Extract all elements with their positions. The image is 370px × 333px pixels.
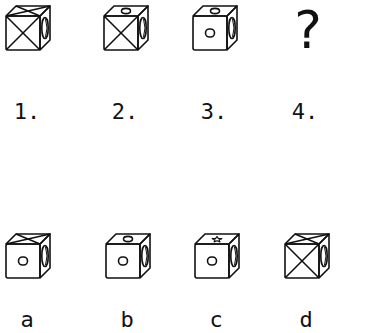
front-cross bbox=[285, 244, 319, 278]
cube bbox=[193, 6, 237, 50]
cube-front bbox=[195, 244, 229, 278]
item-label: d bbox=[299, 309, 312, 331]
cube-front bbox=[106, 244, 140, 278]
cube-front bbox=[6, 16, 40, 50]
cube-top bbox=[106, 234, 150, 244]
missing-mark: ? bbox=[294, 4, 322, 56]
front-circle bbox=[19, 257, 28, 265]
right-oval bbox=[321, 246, 327, 267]
cube-front bbox=[285, 244, 319, 278]
cube-right bbox=[40, 234, 50, 278]
front-cross bbox=[6, 16, 40, 50]
top-cross bbox=[16, 234, 40, 244]
right-oval-inner bbox=[233, 19, 235, 37]
cube-top bbox=[193, 6, 237, 16]
cube-top bbox=[104, 6, 148, 16]
item-label: 1. bbox=[14, 101, 41, 123]
top-cross bbox=[295, 234, 319, 244]
right-oval bbox=[140, 18, 146, 39]
top-cross bbox=[6, 6, 50, 16]
cube bbox=[6, 234, 50, 278]
right-oval-inner bbox=[46, 247, 48, 265]
item-label: 3. bbox=[201, 101, 228, 123]
cube-top bbox=[6, 234, 50, 244]
right-oval-inner bbox=[144, 19, 146, 37]
top-oval bbox=[122, 8, 131, 13]
top-oval bbox=[211, 8, 220, 13]
front-circle bbox=[208, 257, 217, 265]
cube bbox=[6, 6, 50, 50]
cube-right bbox=[140, 234, 150, 278]
right-oval bbox=[229, 18, 235, 39]
cube bbox=[285, 234, 329, 278]
cube-front bbox=[104, 16, 138, 50]
right-oval-inner bbox=[235, 247, 237, 265]
item-label: a bbox=[20, 309, 33, 331]
front-circle bbox=[119, 257, 128, 265]
cube-top bbox=[6, 6, 50, 16]
top-oval bbox=[124, 236, 133, 241]
front-cross bbox=[6, 16, 40, 50]
front-cross bbox=[285, 244, 319, 278]
right-oval-inner bbox=[146, 247, 148, 265]
cube-right bbox=[319, 234, 329, 278]
cube-top bbox=[285, 234, 329, 244]
cube-right bbox=[229, 234, 239, 278]
front-circle bbox=[206, 29, 215, 37]
cube-right bbox=[227, 6, 237, 50]
cube-top bbox=[195, 234, 239, 244]
cube-front bbox=[6, 244, 40, 278]
right-oval bbox=[231, 246, 237, 267]
cube bbox=[106, 234, 150, 278]
item-label: 4. bbox=[292, 101, 319, 123]
cube-front bbox=[193, 16, 227, 50]
top-star bbox=[212, 237, 222, 242]
item-label: 2. bbox=[112, 101, 139, 123]
right-oval-inner bbox=[46, 19, 48, 37]
right-oval bbox=[142, 246, 148, 267]
cube-right bbox=[40, 6, 50, 50]
right-oval bbox=[42, 18, 48, 39]
cube bbox=[104, 6, 148, 50]
cube bbox=[195, 234, 239, 278]
right-oval-inner bbox=[325, 247, 327, 265]
front-cross bbox=[104, 16, 138, 50]
item-label: c bbox=[209, 309, 222, 331]
front-cross bbox=[104, 16, 138, 50]
top-cross bbox=[6, 234, 50, 244]
item-label: b bbox=[120, 309, 133, 331]
right-oval bbox=[42, 246, 48, 267]
cube-right bbox=[138, 6, 148, 50]
top-cross bbox=[285, 234, 329, 244]
top-cross bbox=[16, 6, 40, 16]
